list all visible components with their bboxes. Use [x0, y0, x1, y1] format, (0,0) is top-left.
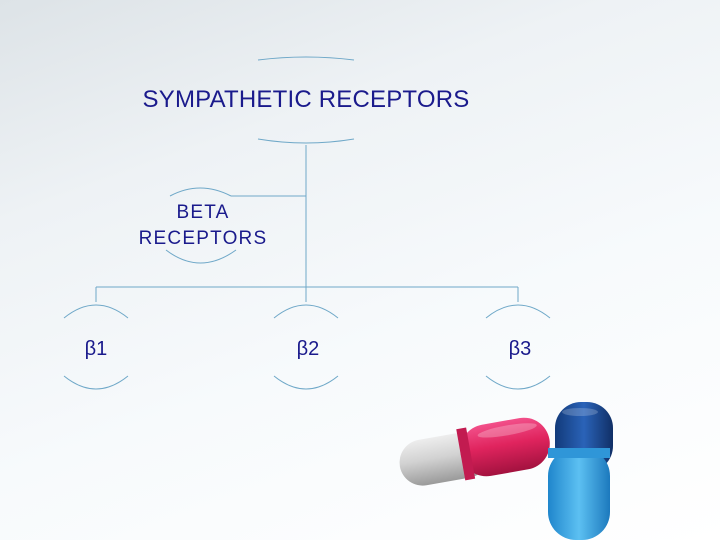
- leaf-2-bottom-arc: [273, 375, 339, 390]
- leaf-2-top-arc: [273, 304, 339, 319]
- red-grey-capsule: [399, 417, 550, 486]
- leaf-1-bottom-arc: [63, 375, 129, 390]
- leaf-3-bottom-arc: [485, 375, 551, 390]
- leaf-beta3-label: β3: [508, 338, 532, 360]
- leaf-1-top-arc: [63, 304, 129, 319]
- root-node-bottom-arc: [257, 138, 355, 144]
- blue-capsule: [548, 402, 613, 540]
- beta-node-label: BETA RECEPTORS: [138, 202, 268, 249]
- beta-node-top-arc: [169, 187, 232, 197]
- leaf-beta2-label: β2: [296, 338, 320, 360]
- capsule-pills-illustration: [399, 402, 613, 540]
- leaf-beta1-label: β1: [84, 338, 108, 360]
- leaf-3-top-arc: [485, 304, 551, 319]
- root-node-top-arc: [257, 56, 355, 61]
- root-node-label: SYMPATHETIC RECEPTORS: [142, 86, 470, 113]
- beta-node-bottom-arc: [165, 249, 237, 264]
